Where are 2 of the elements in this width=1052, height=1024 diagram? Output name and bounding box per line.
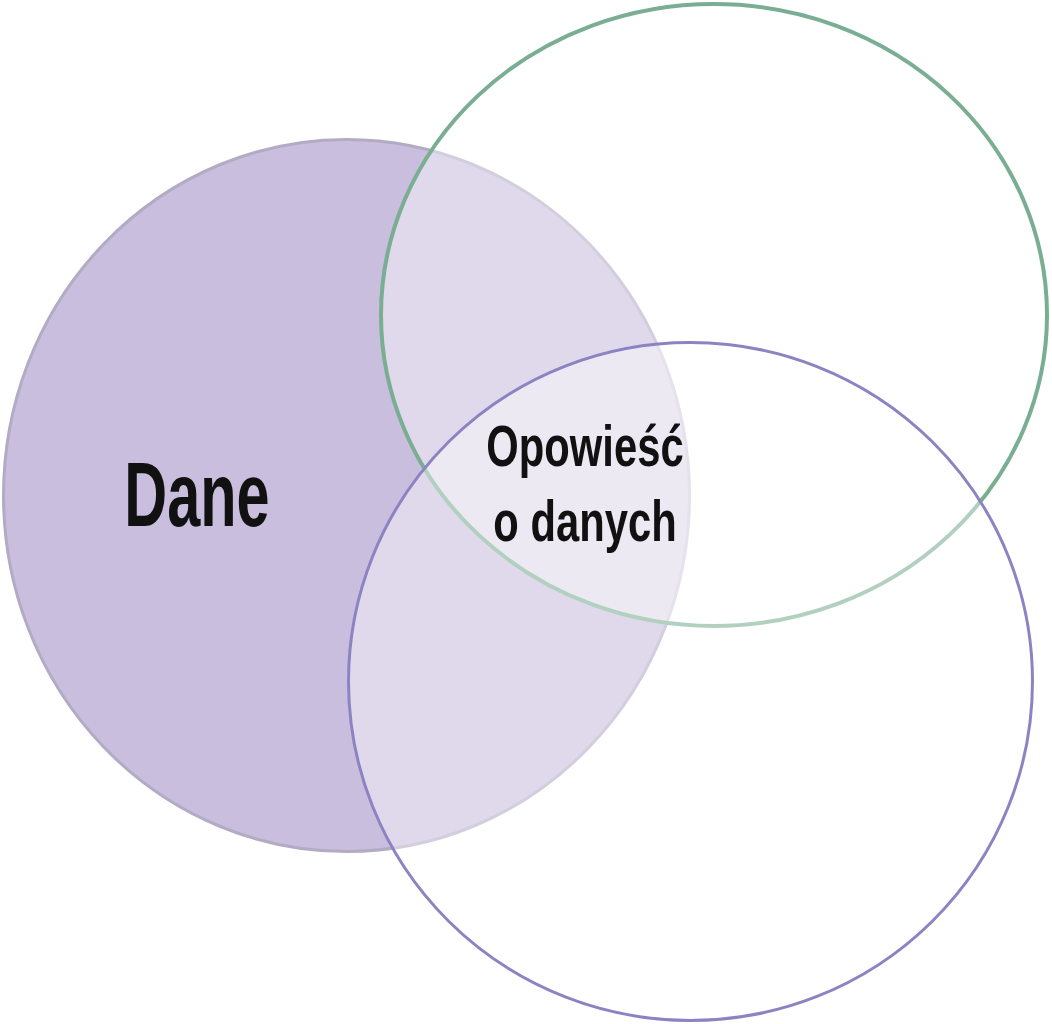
- intersection-label: Opowieść o danych: [485, 412, 685, 555]
- circle-label: Dane: [124, 450, 270, 540]
